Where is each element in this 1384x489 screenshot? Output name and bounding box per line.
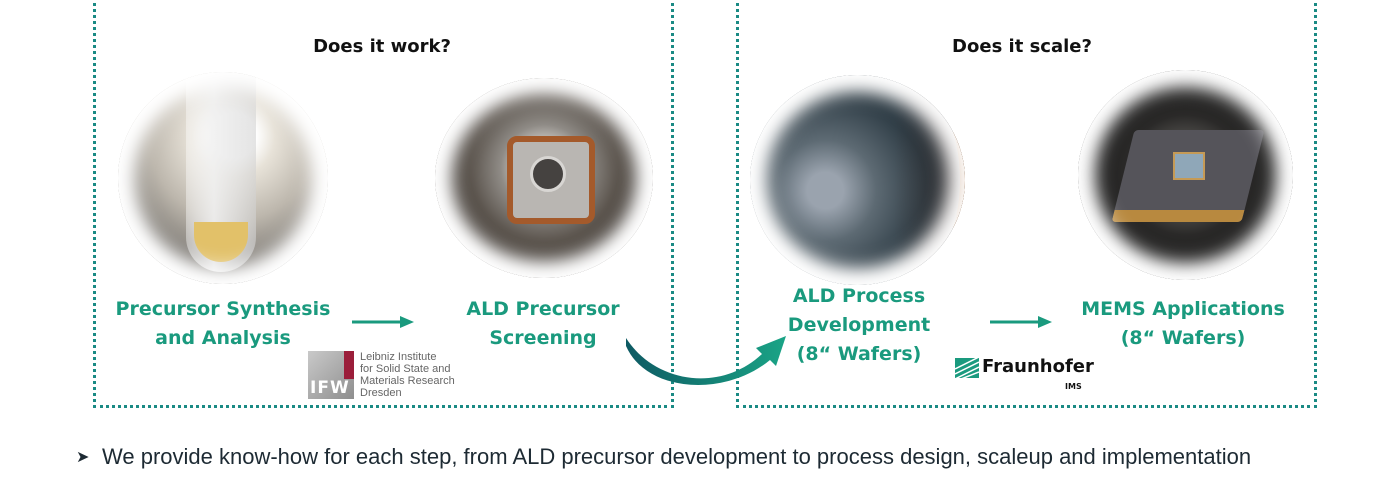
curved-transition-arrow-icon — [626, 336, 786, 385]
summary-text: We provide know-how for each step, from … — [102, 444, 1252, 469]
summary-bullet: ➤ We provide know-how for each step, from… — [76, 444, 1251, 470]
fraunhofer-sub: IMS — [1065, 382, 1082, 391]
ifw-logo-text: Leibniz Institute for Solid State and Ma… — [360, 351, 455, 399]
step-precursor-synthesis: Precursor Synthesis and Analysis — [110, 295, 336, 353]
step-label-line: Precursor Synthesis — [115, 298, 331, 320]
fraunhofer-ims-logo: Fraunhofer IMS — [955, 356, 1095, 400]
step-label-line: ALD Process — [792, 285, 926, 307]
mems-chip-photo — [1078, 70, 1293, 280]
step-label-line: Screening — [489, 327, 597, 349]
right-arrow-icon — [352, 316, 414, 328]
step-ald-process-development: ALD Process Development (8“ Wafers) — [766, 282, 952, 369]
step-label-line: ALD Precursor — [466, 298, 620, 320]
fraunhofer-name: Fraunhofer — [982, 356, 1094, 377]
right-arrow-icon — [990, 316, 1052, 328]
arrowhead-bullet-icon: ➤ — [76, 449, 90, 466]
step-label-line: Development — [787, 314, 931, 336]
step-label-line: (8“ Wafers) — [1120, 327, 1246, 349]
panel-does-it-scale — [736, 0, 1317, 408]
panel-does-it-work — [93, 0, 674, 408]
step-ald-precursor-screening: ALD Precursor Screening — [440, 295, 646, 353]
question-does-it-work: Does it work? — [313, 36, 451, 57]
ald-process-photo — [750, 75, 965, 285]
ald-screening-photo — [435, 78, 653, 278]
fraunhofer-mark-icon — [955, 358, 979, 378]
question-does-it-scale: Does it scale? — [952, 36, 1092, 57]
ifw-dresden-logo: IFW Leibniz Institute for Solid State an… — [308, 351, 478, 401]
step-label-line: (8“ Wafers) — [796, 343, 922, 365]
step-mems-applications: MEMS Applications (8“ Wafers) — [1070, 295, 1296, 353]
ifw-logo-mark: IFW — [308, 351, 354, 399]
precursor-synthesis-photo — [118, 72, 328, 284]
step-label-line: MEMS Applications — [1081, 298, 1285, 320]
step-label-line: and Analysis — [155, 327, 291, 349]
